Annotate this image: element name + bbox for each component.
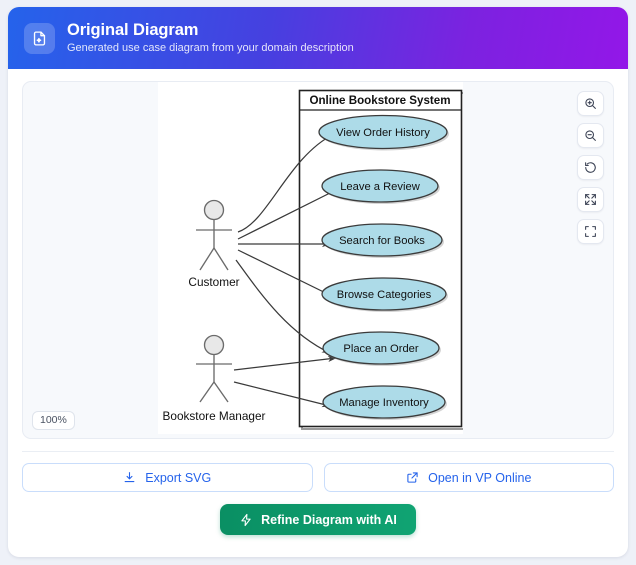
lightning-bolt-icon	[239, 513, 253, 527]
fullscreen-icon	[584, 225, 597, 238]
zoom-level-badge: 100%	[32, 410, 75, 430]
canvas-wrapper: Online Bookstore System	[8, 69, 628, 439]
fullscreen-button[interactable]	[577, 219, 604, 244]
use-case-label: Search for Books	[339, 235, 425, 247]
canvas-toolbar	[577, 91, 604, 244]
download-icon	[123, 471, 136, 484]
export-svg-label: Export SVG	[145, 470, 212, 485]
page-subtitle: Generated use case diagram from your dom…	[67, 41, 354, 54]
header-text-group: Original Diagram Generated use case diag…	[67, 21, 354, 55]
use-case-label: View Order History	[336, 127, 430, 139]
zoom-out-button[interactable]	[577, 123, 604, 148]
primary-action-row: Refine Diagram with AI	[8, 492, 628, 535]
fit-to-screen-icon	[584, 193, 597, 206]
actor-customer	[196, 199, 232, 271]
refine-diagram-label: Refine Diagram with AI	[261, 512, 397, 527]
fit-to-screen-button[interactable]	[577, 187, 604, 212]
page-title: Original Diagram	[67, 21, 199, 40]
open-in-vp-online-button[interactable]: Open in VP Online	[323, 463, 614, 492]
use-case-label: Leave a Review	[340, 181, 421, 193]
secondary-actions: Export SVG Open in VP Online	[8, 452, 628, 492]
actor-label-manager: Bookstore Manager	[163, 409, 266, 423]
use-case-label: Place an Order	[343, 343, 419, 355]
actor-manager	[196, 334, 232, 403]
footer-divider	[22, 451, 614, 452]
external-link-icon	[406, 471, 419, 484]
refine-diagram-button[interactable]: Refine Diagram with AI	[220, 504, 416, 535]
reset-view-icon	[584, 161, 597, 174]
system-boundary-label: Online Bookstore System	[309, 94, 450, 107]
zoom-out-icon	[584, 129, 597, 142]
zoom-in-icon	[584, 97, 597, 110]
open-in-vp-online-label: Open in VP Online	[428, 470, 532, 485]
use-case-label: Browse Categories	[337, 289, 432, 301]
actor-label-customer: Customer	[188, 275, 239, 289]
reset-view-button[interactable]	[577, 155, 604, 180]
diagram-canvas[interactable]: Online Bookstore System	[22, 81, 614, 439]
diagram-card: Original Diagram Generated use case diag…	[8, 7, 628, 557]
zoom-in-button[interactable]	[577, 91, 604, 116]
use-case-diagram[interactable]: Online Bookstore System	[158, 82, 463, 434]
ai-document-icon	[24, 22, 55, 54]
export-svg-button[interactable]: Export SVG	[22, 463, 313, 492]
use-case-label: Manage Inventory	[339, 397, 429, 409]
card-header: Original Diagram Generated use case diag…	[8, 7, 628, 69]
